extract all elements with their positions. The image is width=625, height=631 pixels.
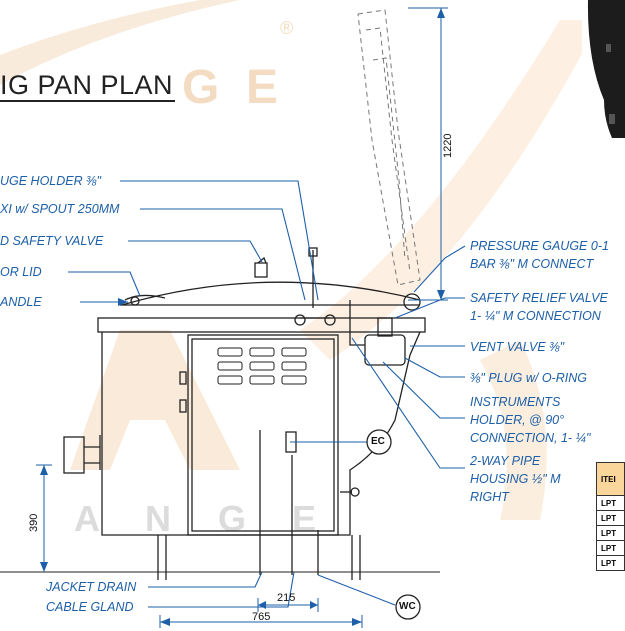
ec-tag-circle: [366, 429, 392, 455]
label-instruments-holder: INSTRUMENTS HOLDER, @ 90° CONNECTION, 1-…: [470, 395, 591, 445]
table-row: LPT: [596, 555, 625, 571]
table-header-row: ITEI: [596, 462, 625, 496]
product-photo: [582, 0, 625, 140]
page-title: IG PAN PLAN: [0, 70, 176, 102]
watermark-letter: G: [218, 498, 247, 539]
watermark-letter: E: [292, 498, 317, 539]
table-row: LPT: [596, 495, 625, 511]
tilt-crank: [63, 436, 85, 474]
registered-mark: ®: [280, 18, 294, 38]
product-photo-shape: [587, 0, 625, 138]
watermark-letter: G: [182, 61, 220, 114]
label-vent-valve: VENT VALVE ⅜": [470, 340, 565, 354]
label-gauge-holder: UGE HOLDER ⅜": [0, 174, 101, 188]
label-jacket-drain: JACKET DRAIN: [46, 580, 137, 594]
label-handle: ANDLE: [0, 295, 42, 309]
lid-knob: [254, 262, 268, 278]
leg: [157, 535, 167, 580]
wc-tag: WC: [399, 601, 416, 612]
label-cable-gland: CABLE GLAND: [46, 600, 134, 614]
dimension-1220: 1220: [442, 133, 454, 158]
label-plug: ⅜" PLUG w/ O-RING: [470, 371, 587, 385]
lid-dome: [121, 281, 421, 306]
kettle-top-rim: [97, 317, 426, 333]
label-spout: XI w/ SPOUT 250MM: [0, 202, 120, 216]
pressure-gauge: [403, 293, 421, 311]
label-pressure-gauge: PRESSURE GAUGE 0-1 BAR ⅜" M CONNECT: [470, 239, 609, 271]
wc-tag-circle: [395, 594, 421, 620]
cabinet-door: [187, 334, 339, 536]
leg: [351, 535, 361, 580]
label-safety-valve: D SAFETY VALVE: [0, 234, 104, 248]
ec-tag: EC: [371, 436, 385, 447]
table-header: ITEI: [596, 462, 625, 496]
dimension-390: 390: [28, 513, 40, 532]
vent-slots: [217, 347, 307, 385]
table-row: LPT: [596, 525, 625, 541]
dimension-765: 765: [252, 611, 271, 623]
raised-lid-outline: [357, 9, 421, 286]
lid-handle: [124, 294, 166, 301]
watermark-letter: E: [246, 61, 279, 114]
table-row: LPT: [596, 540, 625, 556]
table-row: LPT: [596, 510, 625, 526]
label-safety-relief: SAFETY RELIEF VALVE 1- ¼" M CONNECTION: [470, 291, 608, 323]
label-pipe-housing: 2-WAY PIPE HOUSING ½" M RIGHT: [470, 454, 561, 504]
label-lid: OR LID: [0, 265, 42, 279]
item-table: ITEI LPT LPT LPT LPT LPT: [596, 462, 625, 571]
watermark-letter: A: [74, 498, 100, 539]
instrument-housing: [364, 334, 406, 366]
dimension-215: 215: [277, 592, 296, 604]
watermark-letter: N: [145, 498, 171, 539]
